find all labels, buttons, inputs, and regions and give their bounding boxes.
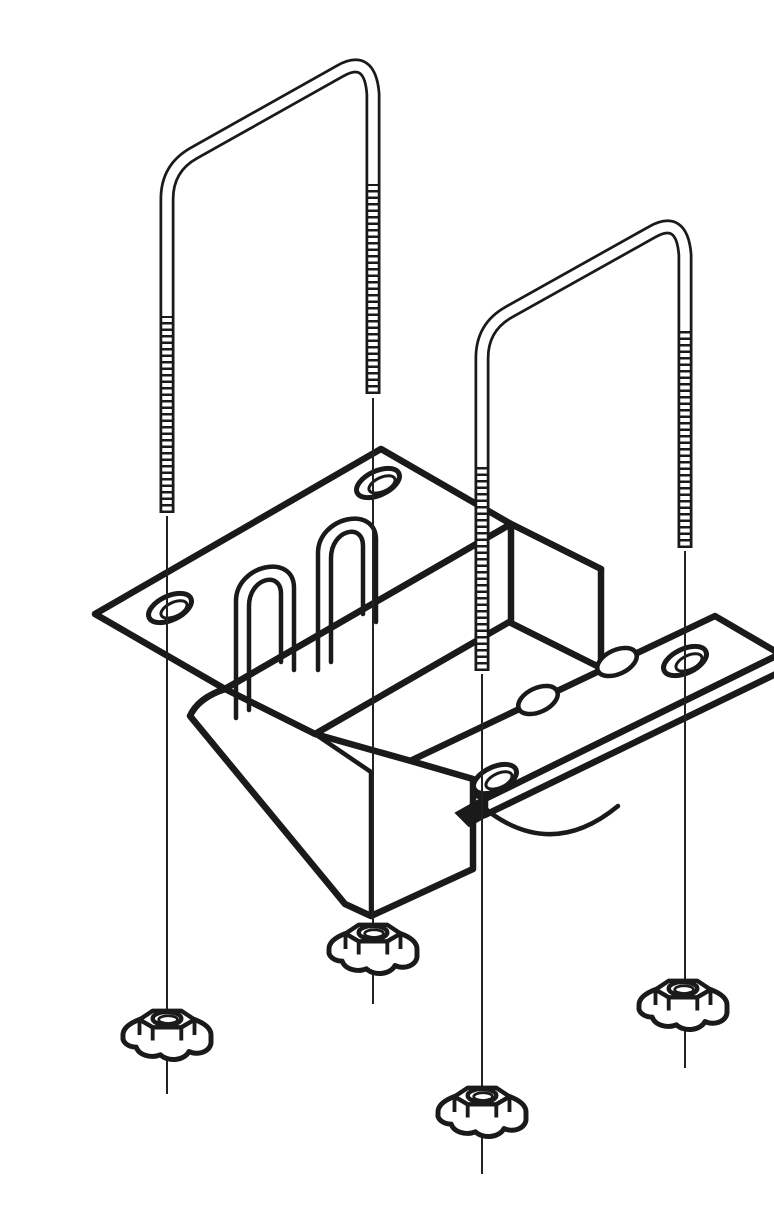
bracket-keyhole-slots (233, 516, 379, 721)
u-bolt-right (474, 219, 693, 671)
exploded-diagram (40, 16, 774, 1216)
flange-nuts (123, 925, 727, 1137)
diagram-canvas (91, 58, 774, 1174)
flange-nut-3 (438, 1088, 526, 1137)
mounting-bracket (91, 445, 774, 920)
bracket-front-faces (186, 685, 477, 920)
u-bolt-left (159, 58, 381, 513)
bracket-step-face (507, 520, 605, 672)
bracket-scallop-notches (516, 645, 639, 717)
flange-nut-2 (329, 925, 417, 974)
bracket-bottom-tab (489, 803, 621, 837)
flange-nut-1 (123, 1011, 211, 1060)
bracket-front-folds (312, 731, 374, 919)
flange-nut-4 (639, 981, 727, 1030)
